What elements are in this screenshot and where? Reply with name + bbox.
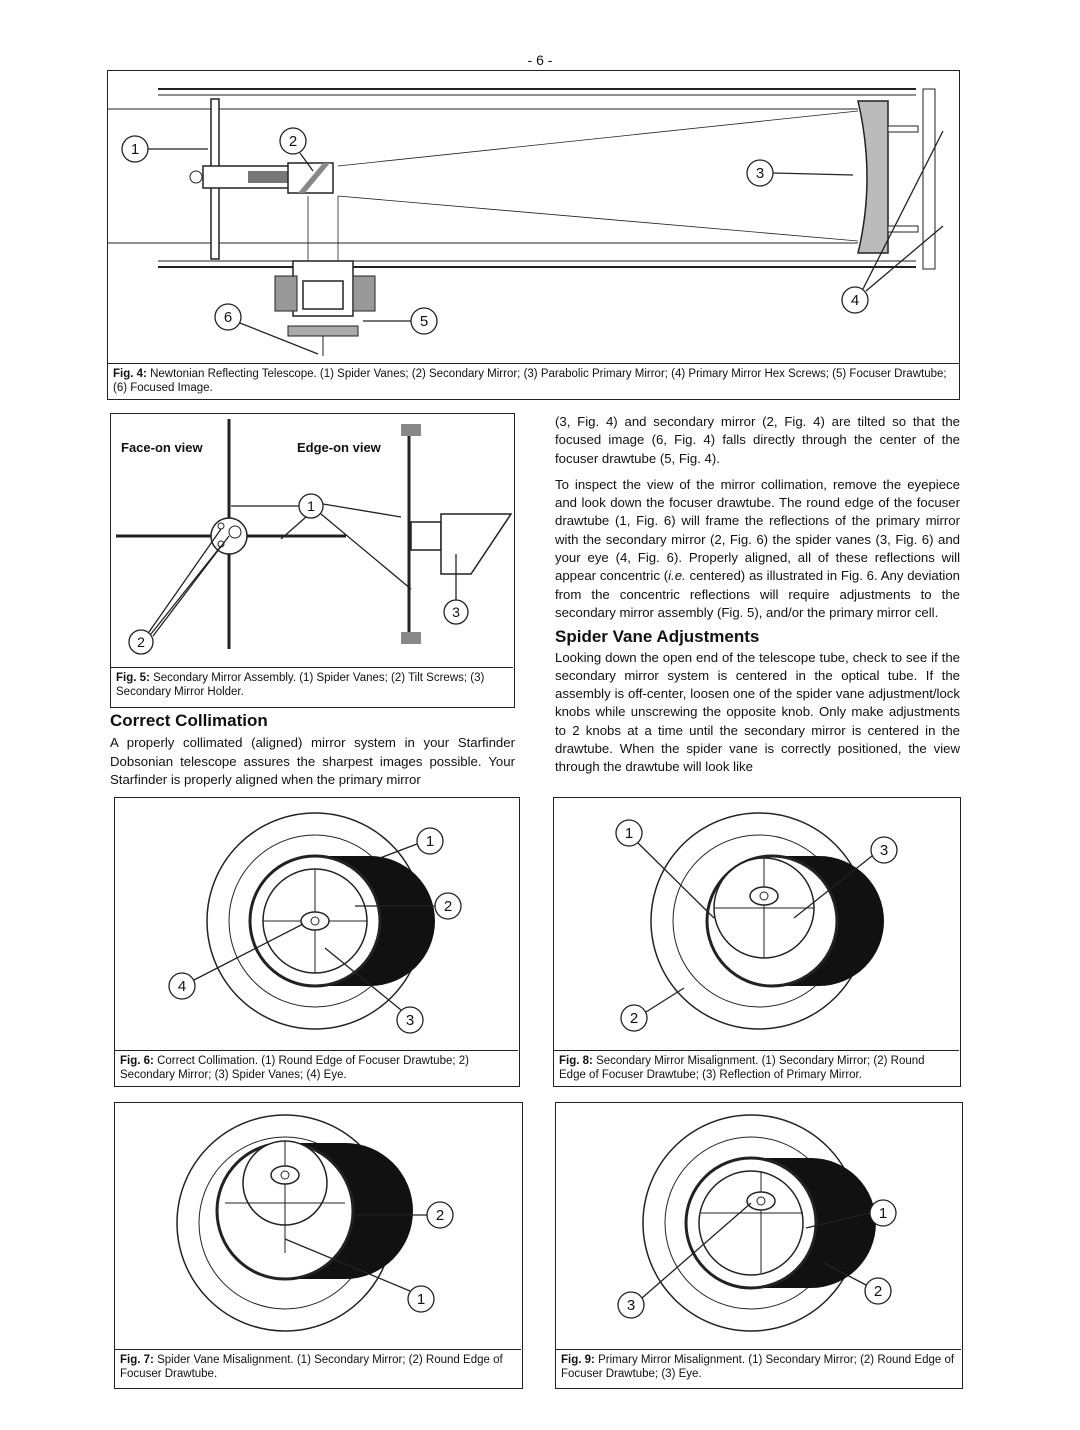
right-para-2: To inspect the view of the mirror collim… [555,476,960,620]
page-number: - 6 - [527,52,553,68]
fig7-frame: 2 1 Fig. 7: Spider Vane Misalignment. (1… [114,1102,523,1389]
fig6-caption: Fig. 6: Correct Collimation. (1) Round E… [115,1050,518,1085]
svg-text:2: 2 [137,634,145,650]
svg-text:1: 1 [417,1291,425,1308]
right-para-3: Looking down the open end of the telesco… [555,649,960,775]
spider-vane-heading: Spider Vane Adjustments [555,627,760,647]
svg-text:2: 2 [444,898,452,915]
svg-text:4: 4 [178,978,186,995]
fig4-telescope-diagram: 1 2 3 4 5 6 [108,88,944,356]
fig8-callout-3 [870,836,898,864]
fig8-secondary-misalignment-diagram: 1 2 3 [615,812,898,1032]
fig8-caption-label: Fig. 8: [559,1055,593,1067]
fig6-callout-4 [168,972,196,1000]
svg-text:5: 5 [420,313,428,330]
fig7-caption-text: Spider Vane Misalignment. (1) Secondary … [120,1354,503,1380]
correct-collimation-section: Correct Collimation A properly collimate… [110,711,515,797]
fig9-caption-label: Fig. 9: [561,1354,595,1366]
fig4-caption-label: Fig. 4: [113,368,147,380]
svg-text:6: 6 [224,309,232,326]
svg-text:1: 1 [307,498,315,514]
fig7-callout-1 [407,1285,435,1313]
svg-text:2: 2 [630,1010,638,1027]
svg-text:2: 2 [436,1207,444,1224]
fig8-frame: 1 2 3 Fig. 8: Secondary Mirror Misalignm… [553,797,961,1087]
fig6-caption-label: Fig. 6: [120,1055,154,1067]
edge-on-view-label: Edge-on view [297,440,381,455]
svg-text:3: 3 [756,165,764,182]
svg-text:4: 4 [851,292,859,309]
fig8-callout-2 [620,1004,648,1032]
svg-text:3: 3 [452,604,460,620]
fig5-callout-2 [128,629,154,655]
fig8-caption-text: Secondary Mirror Misalignment. (1) Secon… [559,1055,925,1081]
svg-text:1: 1 [131,141,139,158]
svg-text:1: 1 [625,825,633,842]
svg-text:3: 3 [880,842,888,859]
fig6-caption-text: Correct Collimation. (1) Round Edge of F… [120,1055,469,1081]
fig6-callout-1 [416,827,444,855]
fig5-frame: 1 2 3 Face-on view Edge-on view Fig. 5: … [110,413,515,708]
fig5-secondary-mirror-diagram: 1 2 3 [116,419,513,655]
fig4-callout-2 [279,127,307,155]
fig7-caption: Fig. 7: Spider Vane Misalignment. (1) Se… [115,1349,521,1384]
face-on-view-label: Face-on view [121,440,203,455]
fig9-caption: Fig. 9: Primary Mirror Misalignment. (1)… [556,1349,961,1384]
svg-text:1: 1 [879,1205,887,1222]
svg-text:2: 2 [289,133,297,150]
fig4-callout-6 [214,303,242,331]
fig9-primary-misalignment-diagram: 1 2 3 [617,1114,897,1332]
fig4-callout-4 [841,286,869,314]
svg-text:1: 1 [426,833,434,850]
fig5-caption-text: Secondary Mirror Assembly. (1) Spider Va… [116,672,485,698]
fig6-callout-3 [396,1006,424,1034]
fig8-caption: Fig. 8: Secondary Mirror Misalignment. (… [554,1050,959,1085]
svg-text:2: 2 [874,1283,882,1300]
fig9-callout-3 [617,1291,645,1319]
fig7-spider-vane-misalignment-diagram: 2 1 [176,1114,454,1332]
fig4-frame: 1 2 3 4 5 6 Fig. 4: Newtonian Reflecting… [107,70,960,400]
fig9-frame: 1 2 3 Fig. 9: Primary Mirror Misalignmen… [555,1102,963,1389]
svg-text:3: 3 [406,1012,414,1029]
fig5-caption-label: Fig. 5: [116,672,150,684]
fig8-callout-1 [615,819,643,847]
fig7-caption-label: Fig. 7: [120,1354,154,1366]
fig6-correct-collimation-diagram: 1 2 3 4 [168,812,462,1034]
fig4-caption: Fig. 4: Newtonian Reflecting Telescope. … [108,363,959,398]
fig5-caption: Fig. 5: Secondary Mirror Assembly. (1) S… [111,667,513,702]
fig4-caption-text: Newtonian Reflecting Telescope. (1) Spid… [113,368,947,394]
right-column: (3, Fig. 4) and secondary mirror (2, Fig… [555,413,960,785]
correct-collimation-heading: Correct Collimation [110,711,268,730]
fig9-caption-text: Primary Mirror Misalignment. (1) Seconda… [561,1354,955,1380]
svg-text:3: 3 [627,1297,635,1314]
right-para-1: (3, Fig. 4) and secondary mirror (2, Fig… [555,414,960,466]
fig6-frame: 1 2 3 4 Fig. 6: Correct Collimation. (1)… [114,797,520,1087]
fig9-callout-2 [864,1277,892,1305]
correct-collimation-text: A properly collimated (aligned) mirror s… [110,735,515,787]
